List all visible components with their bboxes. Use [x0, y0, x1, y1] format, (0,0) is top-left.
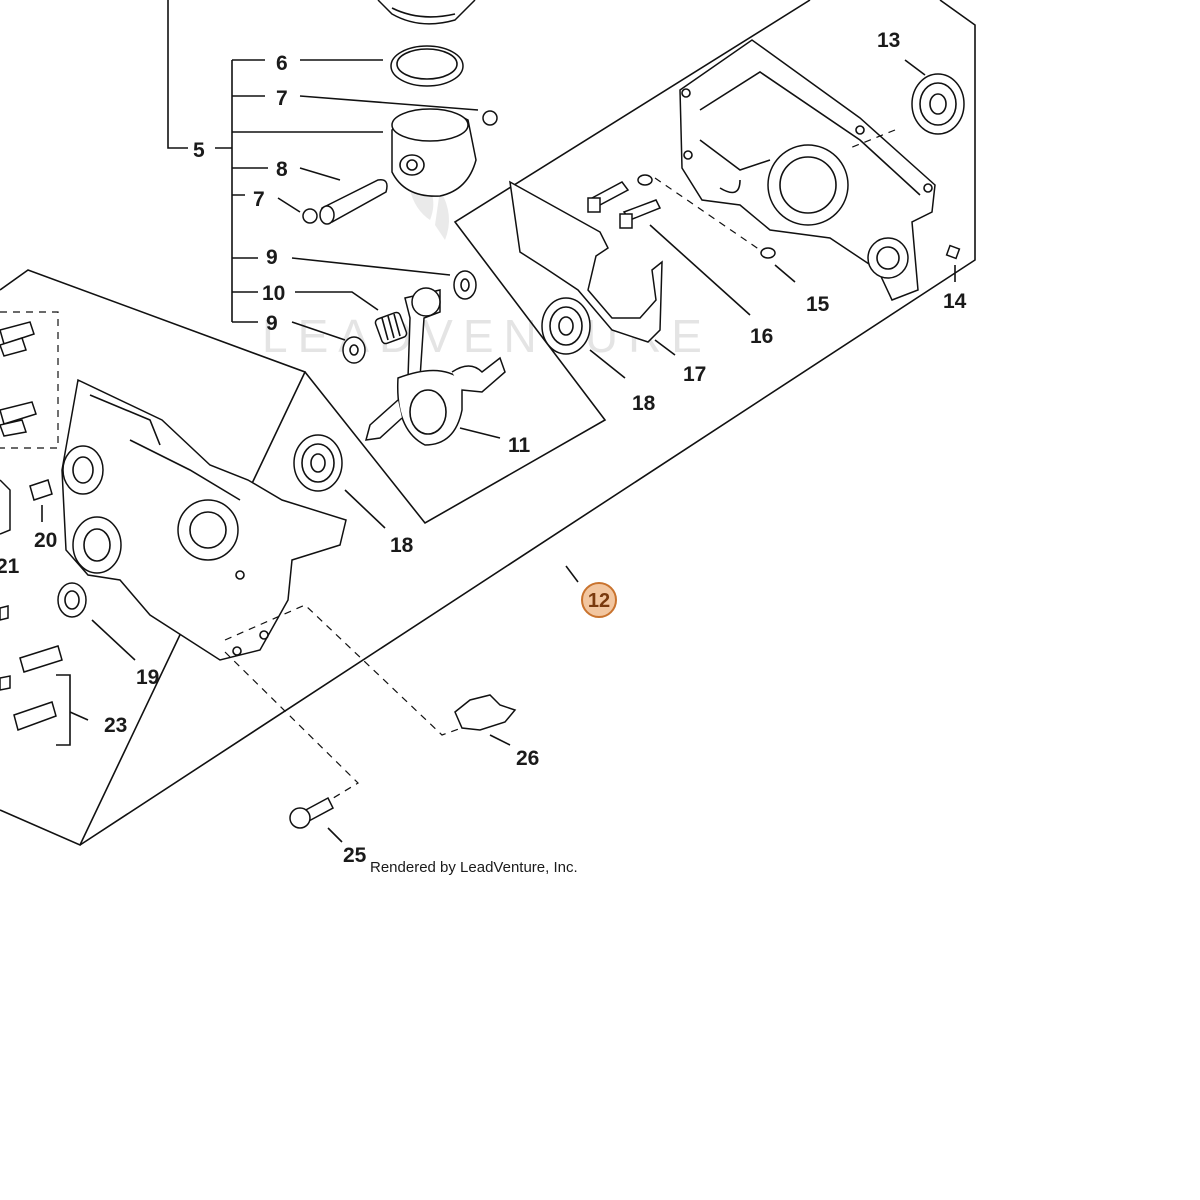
crankcase-left-half: [61, 378, 347, 661]
callout-16: 16: [750, 325, 773, 348]
callout-12[interactable]: 12: [588, 590, 610, 612]
piston-pin: [319, 179, 388, 225]
cylinder-gasket: [377, 0, 476, 25]
callout-26: 26: [516, 747, 539, 770]
group-outline-right: [79, 0, 976, 846]
leader-lines: [41, 59, 956, 843]
ball-bearing-top: [911, 73, 965, 135]
callout-17: 17: [683, 363, 706, 386]
callout-21: 21: [0, 555, 20, 578]
piston-bracket: [167, 0, 479, 341]
callout-12-hotspot[interactable]: 12: [581, 582, 617, 618]
plug: [29, 479, 53, 501]
piston: [391, 108, 477, 197]
callout-10: 10: [262, 282, 285, 305]
callout-13: 13: [877, 29, 900, 52]
callout-19: 19: [136, 666, 159, 689]
cover-leader: [224, 604, 471, 736]
ball-bearing-middle: [541, 297, 591, 355]
crankcase-gasket: [509, 180, 663, 343]
dowel-sleeve: [637, 174, 776, 259]
screw-bracket: [56, 674, 71, 746]
callout-18-left: 18: [390, 534, 414, 557]
cheese-head-screws: [587, 181, 662, 229]
callout-18: 18: [632, 392, 656, 415]
callout-5: 5: [193, 139, 205, 162]
cable-bracket: [454, 694, 517, 731]
piston-ring: [390, 45, 464, 87]
callout-7-lower: 7: [253, 188, 265, 211]
callout-14: 14: [943, 290, 967, 313]
part-21: [0, 479, 11, 535]
bearing-axis: [849, 129, 896, 149]
circlip: [482, 110, 498, 126]
callout-25: 25: [343, 844, 367, 867]
thrust-washer-lower: [342, 336, 366, 364]
needle-cage: [374, 311, 408, 345]
crankcase-right-half: [679, 39, 936, 301]
callout-8: 8: [276, 158, 288, 181]
collar-screw: [289, 796, 334, 829]
dowel-pin: [945, 244, 961, 260]
circlip-lower: [302, 208, 318, 224]
render-credit: Rendered by LeadVenture, Inc.: [370, 859, 578, 876]
callout-7: 7: [276, 87, 288, 110]
crankshaft: [364, 287, 506, 446]
hotspot-circle[interactable]: [581, 582, 617, 618]
callout-9-lower: 9: [266, 312, 278, 335]
thrust-washer: [453, 270, 477, 300]
callout-23: 23: [104, 714, 127, 737]
crankshaft-group-outline: [304, 0, 811, 525]
screw-leader: [224, 651, 359, 801]
callout-6: 6: [276, 52, 288, 75]
ball-bearing-left: [293, 434, 343, 492]
callout-11: 11: [508, 434, 531, 457]
callout-20: 20: [34, 529, 57, 552]
callout-15: 15: [806, 293, 830, 316]
oil-seal: [57, 582, 87, 618]
callout-9: 9: [266, 246, 278, 269]
screws-left: [0, 311, 63, 731]
